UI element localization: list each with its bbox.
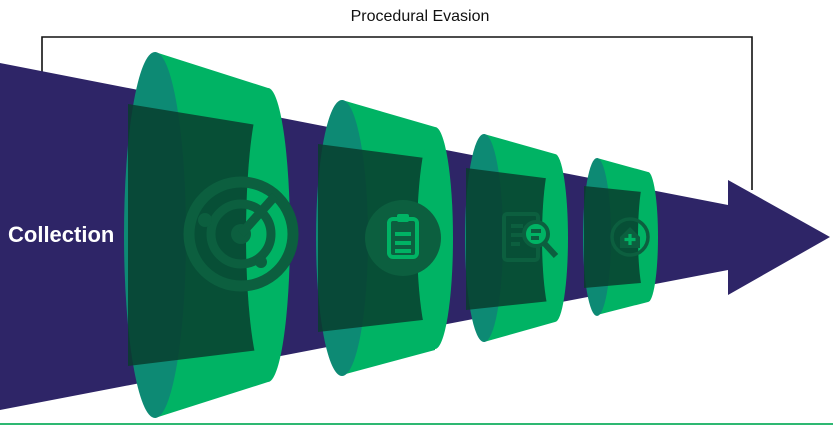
funnel-stage-4 bbox=[583, 158, 658, 316]
procedural-evasion-bracket bbox=[41, 36, 753, 190]
funnel-stage-1 bbox=[124, 52, 299, 418]
collection-label: Collection bbox=[8, 222, 115, 247]
clipboard-icon bbox=[365, 200, 441, 276]
funnel-stage-3 bbox=[465, 134, 568, 342]
bottom-divider bbox=[0, 423, 833, 425]
funnel-stage-2 bbox=[316, 100, 453, 376]
procedural-evasion-label: Procedural Evasion bbox=[350, 8, 490, 25]
radar-icon bbox=[183, 176, 299, 292]
health-home-icon bbox=[610, 217, 650, 257]
document-search-icon bbox=[502, 212, 559, 262]
